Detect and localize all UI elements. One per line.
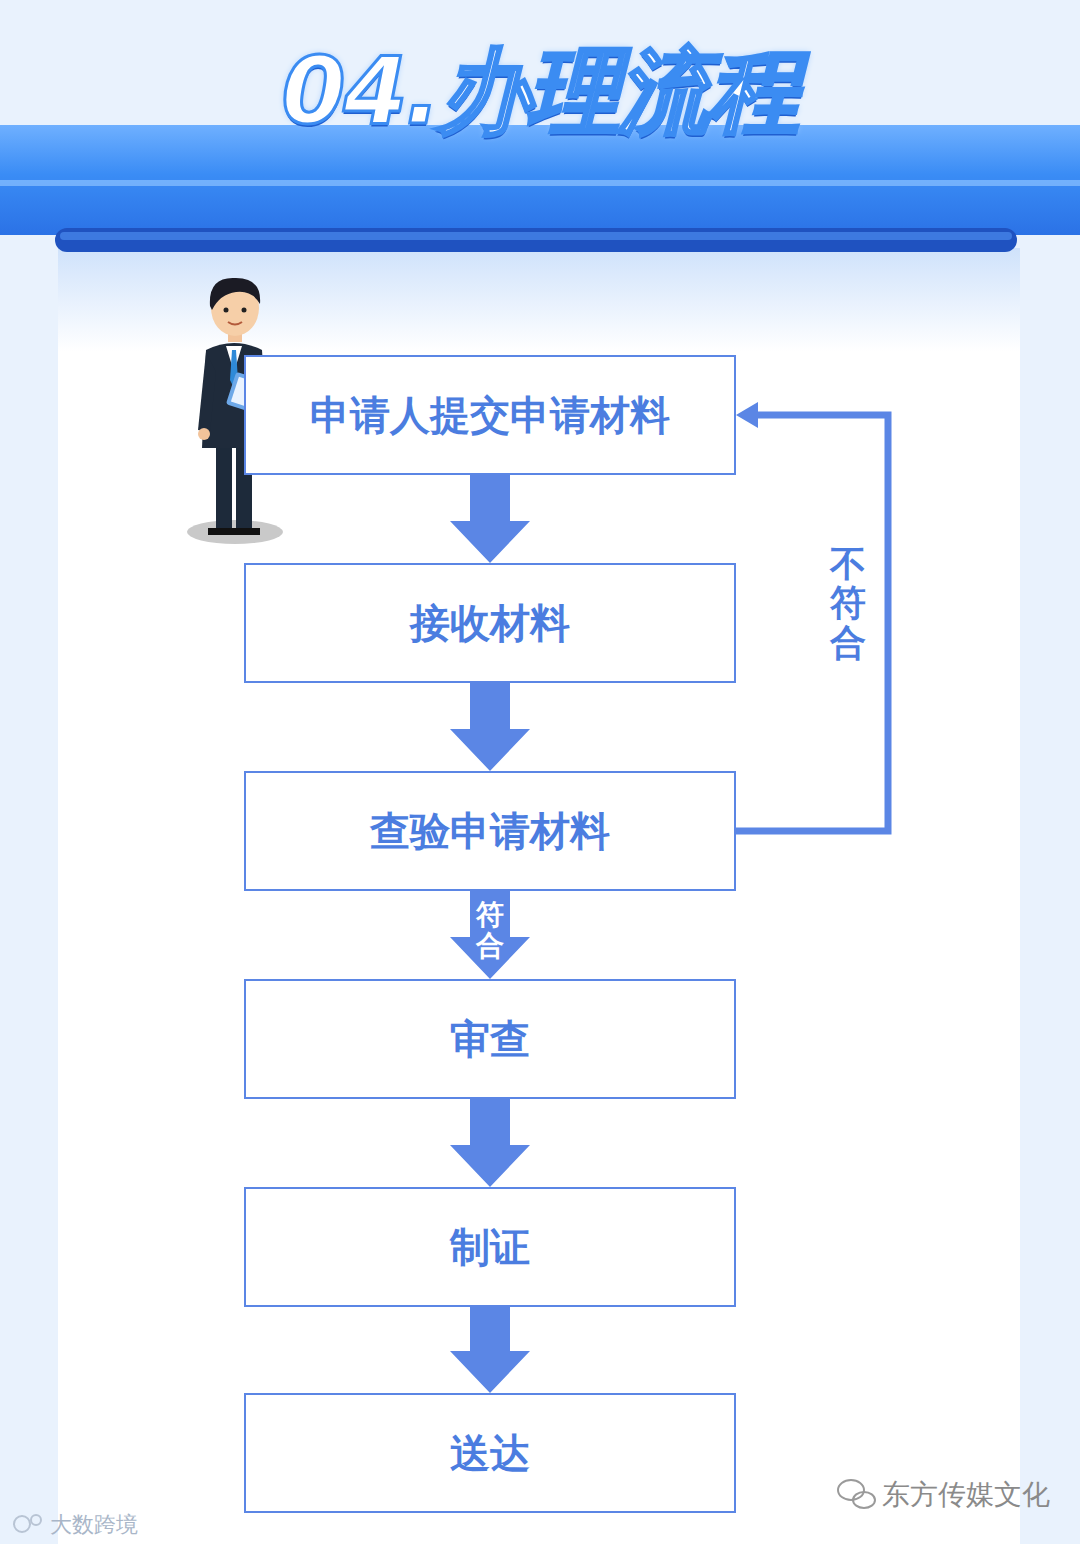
edge-label: 符合 [476,900,504,962]
process-box: 申请人提交申请材料 [244,355,736,475]
flow-arrow [450,475,530,563]
flow-arrow [736,402,888,831]
logo-icon [14,1515,41,1532]
process-box: 送达 [244,1393,736,1513]
box-text: 申请人提交申请材料 [310,388,670,443]
box-text: 查验申请材料 [370,804,610,859]
box-text: 接收材料 [410,596,570,651]
box-text: 审查 [450,1012,530,1067]
watermark: 东方传媒文化 [882,1476,1050,1514]
process-box: 查验申请材料 [244,771,736,891]
box-text: 送达 [450,1426,530,1481]
watermark: 大数跨境 [50,1510,138,1540]
wechat-icon [838,1480,875,1508]
edge-label: 不符合 [830,544,866,663]
flow-arrow [450,891,530,979]
flow-arrow [450,683,530,771]
process-box: 制证 [244,1187,736,1307]
process-box: 审查 [244,979,736,1099]
flow-arrow [450,1099,530,1187]
box-text: 制证 [450,1220,530,1275]
flow-arrow [450,1307,530,1393]
process-box: 接收材料 [244,563,736,683]
page-title: 04.办理流程 [250,30,830,154]
